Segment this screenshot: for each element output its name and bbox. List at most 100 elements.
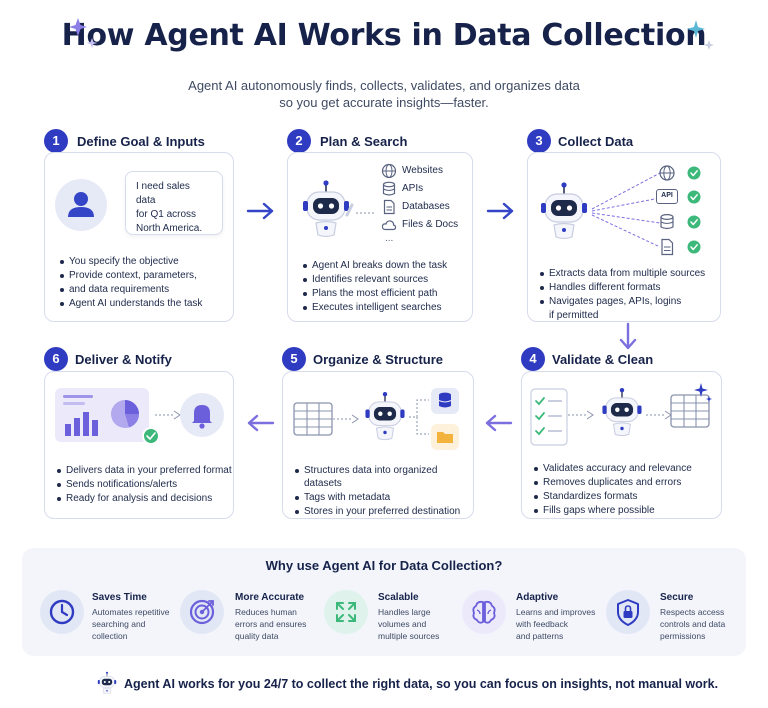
- benefit-title: More Accurate: [235, 592, 305, 603]
- bubble-line: for Q1 across: [136, 209, 197, 220]
- bullet-item: Standardizes formats: [534, 490, 720, 503]
- bullet-item: Provide context, parameters,: [60, 269, 230, 282]
- bullet-continuation: if permitted: [549, 310, 599, 321]
- benefit-desc-line: Reduces human: [235, 607, 297, 617]
- step-1-card: I need sales data for Q1 across North Am…: [44, 152, 234, 322]
- benefit-desc: Reduces human errors and ensures quality…: [235, 606, 323, 642]
- step-2-bullets: Agent AI breaks down the task Identifies…: [303, 259, 471, 315]
- bullet-item: and data requirements: [60, 283, 230, 296]
- robot-icon: [540, 181, 588, 240]
- step-3-number: 3: [527, 129, 551, 153]
- step-2-number: 2: [287, 129, 311, 153]
- check-icon: [687, 166, 701, 180]
- benefit-desc: Automates repetitive searching and colle…: [92, 606, 180, 642]
- benefit-desc-line: Learns and improves: [516, 607, 596, 617]
- benefits-title: Why use Agent AI for Data Collection?: [265, 558, 503, 573]
- footer-tagline: Agent AI works for you 24/7 to collect t…: [124, 677, 719, 691]
- document-icon: [661, 238, 674, 256]
- source-files-docs: Files & Docs: [402, 219, 459, 230]
- folder-icon: [437, 432, 453, 443]
- sparkle-icon: [694, 383, 712, 402]
- globe-icon: [381, 163, 397, 179]
- sparkle-icon: [687, 20, 714, 50]
- step-5-bullets: Structures data into organized datasets …: [295, 464, 475, 519]
- step-6-card: Delivers data in your preferred format S…: [44, 371, 234, 519]
- benefit-title: Saves Time: [92, 592, 147, 603]
- bubble-line: North America.: [136, 223, 203, 234]
- sparkle-icon: [69, 18, 98, 48]
- step-6-title: Deliver & Notify: [75, 352, 172, 367]
- benefit-icon-circle: [606, 590, 650, 634]
- step-4-card: Validates accuracy and relevance Removes…: [521, 371, 722, 519]
- benefit-icon-circle: [324, 590, 368, 634]
- benefit-desc-line: with feedback: [516, 619, 568, 629]
- checklist-icon: [530, 388, 568, 446]
- benefit-icon-circle: [180, 590, 224, 634]
- bullet-item: Extracts data from multiple sources: [540, 267, 720, 280]
- bullet-item: You specify the objective: [60, 255, 230, 268]
- document-icon: [383, 199, 395, 215]
- bullet-item: Agent AI breaks down the task: [303, 259, 471, 272]
- robot-icon: [364, 391, 406, 441]
- dotted-connector: [646, 410, 672, 420]
- robot-icon: [97, 671, 117, 694]
- clock-icon: [49, 599, 75, 625]
- bell-icon: [180, 393, 224, 437]
- benefit-desc-line: multiple sources: [378, 631, 440, 641]
- bullet-item: Identifies relevant sources: [303, 273, 471, 286]
- dotted-connector: [409, 399, 429, 435]
- database-icon: [660, 213, 674, 230]
- bullet-item: Executes intelligent searches: [303, 301, 471, 314]
- arrow-right-icon: [246, 202, 274, 220]
- benefit-desc: Respects access controls and data permis…: [660, 606, 748, 642]
- target-icon: [189, 599, 215, 625]
- bullet-item: Structures data into organized datasets: [295, 464, 475, 490]
- benefit-desc-line: and patterns: [516, 631, 564, 641]
- step-4-number: 4: [521, 347, 545, 371]
- benefit-desc-line: controls and data: [660, 619, 726, 629]
- arrow-right-icon: [486, 202, 514, 220]
- bullet-item: Navigates pages, APIs, logins: [540, 295, 720, 308]
- benefit-title: Adaptive: [516, 592, 559, 603]
- user-avatar-icon: [55, 179, 107, 231]
- step-3-card: API Extracts data from multiple sources …: [527, 152, 721, 322]
- dotted-connector: [568, 410, 594, 420]
- check-icon: [687, 190, 701, 204]
- step-2-title: Plan & Search: [320, 134, 408, 149]
- source-databases: Databases: [402, 201, 450, 212]
- step-3-title: Collect Data: [558, 134, 634, 149]
- step-5-card: Structures data into organized datasets …: [282, 371, 474, 519]
- collection-lines: [591, 172, 661, 248]
- benefit-desc-line: collection: [92, 631, 128, 641]
- api-icon: API: [656, 189, 678, 204]
- step-2-card: Websites APIs Databases Files & Docs ...…: [287, 152, 473, 322]
- benefit-desc: Learns and improves with feedback and pa…: [516, 606, 604, 642]
- step-5-title: Organize & Structure: [313, 352, 444, 367]
- request-bubble: I need sales data for Q1 across North Am…: [125, 171, 223, 235]
- check-icon: [687, 240, 701, 254]
- step-4-bullets: Validates accuracy and relevance Removes…: [534, 462, 720, 518]
- source-apis: APIs: [402, 183, 424, 194]
- benefit-title: Scalable: [378, 592, 419, 603]
- bullet-item: Stores in your preferred destination: [295, 505, 475, 518]
- bullet-item: Tags with metadata: [295, 491, 475, 504]
- storage-tile: [431, 388, 459, 414]
- bullet-item: Agent AI understands the task: [60, 297, 230, 310]
- storage-tile: [431, 424, 459, 450]
- subtitle-line-2: so you get accurate insights—faster.: [279, 95, 489, 110]
- arrow-left-icon: [485, 414, 513, 432]
- bullet-item: Removes duplicates and errors: [534, 476, 720, 489]
- brain-icon: [472, 600, 496, 624]
- globe-icon: [659, 165, 675, 181]
- benefit-desc-line: quality data: [235, 631, 279, 641]
- bullet-item: Fills gaps where possible: [534, 504, 720, 517]
- step-1-bullets: You specify the objective Provide contex…: [60, 255, 230, 311]
- bullet-item: Sends notifications/alerts: [57, 478, 235, 491]
- report-dashboard-icon: [55, 388, 160, 445]
- step-3-bullets: Extracts data from multiple sources Hand…: [540, 267, 720, 322]
- cloud-icon: [381, 220, 397, 231]
- benefit-icon-circle: [462, 590, 506, 634]
- benefit-desc-line: volumes and: [378, 619, 427, 629]
- subtitle-line-1: Agent AI autonomously finds, collects, v…: [188, 78, 580, 93]
- step-1-number: 1: [44, 129, 68, 153]
